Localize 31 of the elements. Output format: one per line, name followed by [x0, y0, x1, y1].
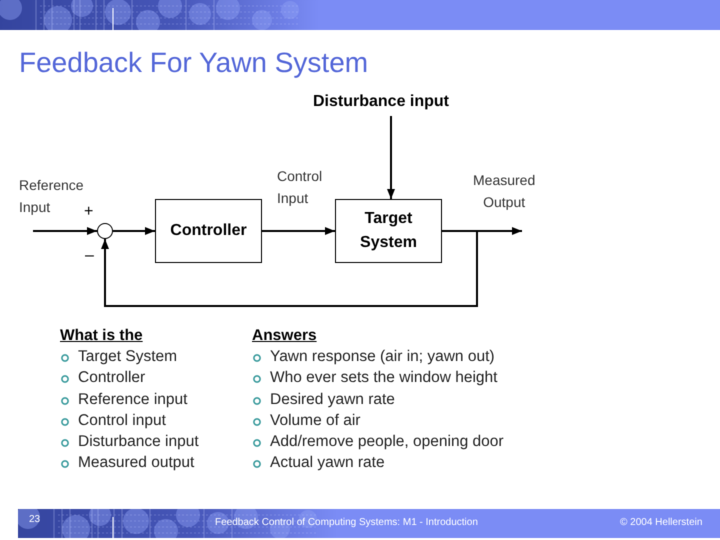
list-item: Actual yawn rate — [270, 453, 385, 474]
copyright-text: © 2004 Hellerstein — [620, 516, 702, 530]
list-heading: What is the — [60, 326, 143, 346]
process-box — [335, 199, 442, 263]
list-item: Desired yawn rate — [270, 390, 395, 410]
list-item: Controller — [78, 368, 146, 388]
list-heading: Answers — [252, 326, 317, 346]
footer-text: Feedback Control of Computing Systems: M1 - Introduction — [215, 516, 478, 530]
list-item: Measured output — [78, 453, 194, 474]
list-item: Add/remove people, opening door — [270, 432, 504, 452]
arrow — [33, 227, 97, 235]
arrow — [262, 227, 335, 235]
arrow — [387, 116, 395, 199]
list-item: Target System — [78, 347, 178, 368]
box-label: Target System — [359, 209, 418, 253]
list-item: Volume of air — [270, 410, 360, 431]
feedback-arrow — [101, 230, 478, 307]
list-item: Control input — [78, 410, 166, 431]
slide-title: Feedback For Yawn System — [19, 46, 368, 80]
summing-junction — [97, 223, 113, 239]
list-item: Disturbance input — [78, 432, 199, 452]
bold-label: Disturbance input — [313, 92, 450, 112]
box-label: Controller — [170, 221, 247, 241]
list-item: Yawn response (air in; yawn out) — [270, 347, 495, 368]
page-number: 23 — [29, 513, 40, 527]
list-item: Reference input — [78, 390, 188, 410]
process-box — [155, 199, 262, 263]
plus-sign: + — [84, 202, 94, 222]
list-item: Who ever sets the window height — [270, 368, 498, 388]
arrow — [113, 227, 155, 235]
minus-sign: – — [85, 246, 94, 266]
